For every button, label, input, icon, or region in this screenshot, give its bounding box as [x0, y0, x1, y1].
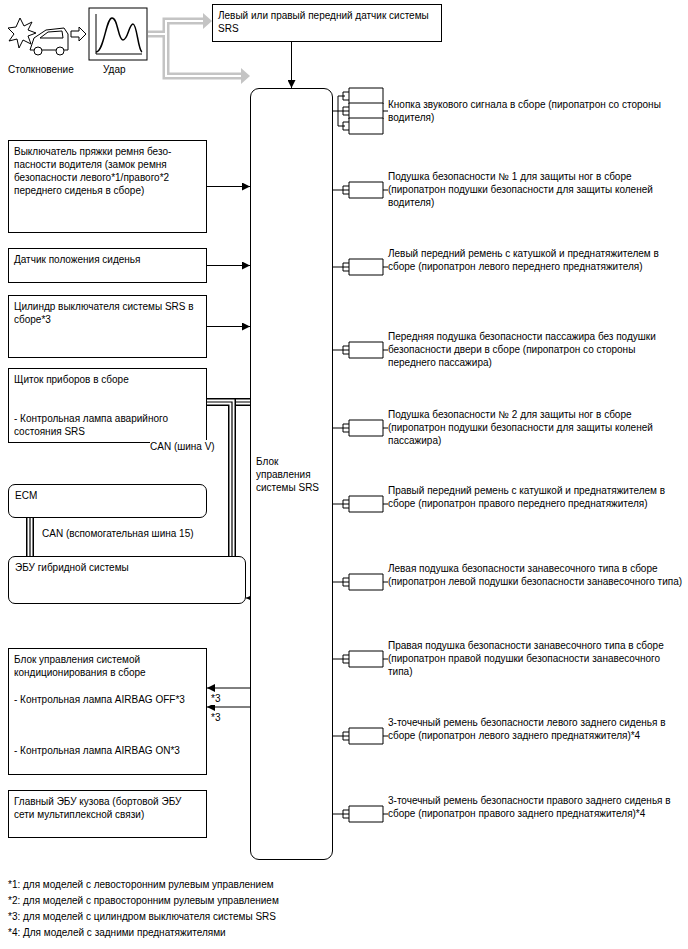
squib-symbol: [343, 88, 383, 104]
connector: [207, 707, 250, 708]
squib-item: 3-точечный ремень безопасности правого з…: [388, 794, 683, 834]
squib-symbol: [343, 342, 383, 358]
footnote: *1: для моделей с левосторонним рулевым …: [8, 878, 274, 891]
connector: [207, 186, 250, 187]
ecu-box: ECM: [8, 484, 207, 518]
node-title: Щиток приборов в сборе: [14, 373, 201, 386]
squib-symbol: [343, 574, 383, 590]
ecu-box: ЭБУ гибридной системы: [8, 556, 246, 604]
node-title: Левый передний ремень с катушкой и предн…: [388, 247, 683, 273]
connector: [291, 42, 292, 88]
sensor-box: Левый или правый передний датчик системы…: [212, 4, 442, 42]
connector: [207, 265, 250, 266]
squib-symbol: [343, 496, 383, 512]
node-title: Кнопка звукового сигнала в сборе (пиропа…: [388, 98, 683, 124]
node-title: Главный ЭБУ кузова (бортовой ЭБУ сети му…: [14, 795, 201, 821]
node-title: Подушка безопасности № 2 для защиты ног …: [388, 408, 683, 447]
node-title: Блок управления системы SRS: [256, 455, 327, 494]
crash-icon: [8, 18, 68, 55]
node-title: 3-точечный ремень безопасности правого з…: [388, 794, 683, 820]
flow-arrow: [71, 27, 86, 41]
footnote: *2: для моделей с правосторонним рулевым…: [8, 894, 279, 907]
node-title: 3-точечный ремень безопасности левого за…: [388, 716, 683, 742]
squib-item: Правая подушка безопасности занавесочног…: [388, 639, 683, 679]
control-unit: Блок управления системы SRS: [250, 88, 333, 860]
squib-symbol: [343, 259, 383, 275]
illustration-caption: Столкновение: [8, 63, 74, 76]
squib-symbol: [343, 806, 383, 822]
ecu-box: Главный ЭБУ кузова (бортовой ЭБУ сети му…: [8, 790, 207, 838]
node-title: Блок управления системой кондиционирован…: [14, 653, 201, 679]
squib-item: Правый передний ремень с катушкой и пред…: [388, 484, 683, 524]
squib-symbol: [343, 118, 383, 134]
ecu-box: Блок управления системой кондиционирован…: [8, 648, 207, 775]
node-title: Подушка безопасности № 1 для защиты ног …: [388, 170, 683, 209]
node-title: ECM: [15, 489, 200, 502]
input-box: Выключатель пряжки ремня безо- пасности …: [8, 140, 207, 233]
footnote: *4: Для моделей с задними преднатяжителя…: [8, 926, 226, 939]
node-title: Выключатель пряжки ремня безо- пасности …: [14, 145, 201, 197]
squib-symbol: [343, 420, 383, 436]
squib-item: Передняя подушка безопасности пассажира …: [388, 330, 683, 370]
node-title: Датчик положения сиденья: [14, 253, 201, 266]
node-item: - Контрольная лампа AIRBAG ON*3: [14, 744, 201, 757]
squib-symbol: [343, 728, 383, 744]
node-title: Передняя подушка безопасности пассажира …: [388, 330, 683, 369]
footnote-mark: *3: [211, 711, 220, 724]
node-title: Правая подушка безопасности занавесочног…: [388, 639, 683, 678]
squib-item: Левый передний ремень с катушкой и предн…: [388, 247, 683, 287]
squib-symbol: [343, 182, 383, 198]
node-title: Левая подушка безопасности занавесочного…: [388, 562, 683, 588]
node-title: Левый или правый передний датчик системы…: [218, 9, 436, 35]
can-bus: [207, 402, 232, 556]
can-bus: [30, 518, 31, 556]
impact-graph: [89, 8, 147, 60]
bus-label: CAN (шина V): [150, 440, 215, 453]
node-item: - Контрольная лампа аварийного состояния…: [14, 412, 201, 438]
illustration-caption: Удар: [103, 63, 126, 76]
connector: [207, 688, 250, 689]
squib-item: Подушка безопасности № 1 для защиты ног …: [388, 170, 683, 210]
squib-item: Кнопка звукового сигнала в сборе (пиропа…: [388, 98, 683, 124]
squib-item: Подушка безопасности № 2 для защиты ног …: [388, 408, 683, 448]
input-box: Цилиндр выключателя системы SRS в сборе*…: [8, 295, 207, 358]
node-item: - Контрольная лампа AIRBAG OFF*3: [14, 693, 201, 706]
connector: [207, 326, 250, 327]
squib-symbol: [343, 103, 383, 119]
node-title: Цилиндр выключателя системы SRS в сборе*…: [14, 300, 201, 326]
node-title: ЭБУ гибридной системы: [15, 561, 239, 574]
input-box: Датчик положения сиденья: [8, 248, 207, 283]
footnote: *3: для моделей с цилиндром выключателя …: [8, 910, 276, 923]
footnote-mark: *3: [211, 692, 220, 705]
squib-item: 3-точечный ремень безопасности левого за…: [388, 716, 683, 756]
bus-label: CAN (вспомогательная шина 15): [42, 527, 194, 540]
squib-item: Левая подушка безопасности занавесочного…: [388, 562, 683, 602]
node-title: Правый передний ремень с катушкой и пред…: [388, 484, 683, 510]
ecu-box: Щиток приборов в сборе - Контрольная ламп…: [8, 368, 207, 443]
squib-symbol: [343, 651, 383, 667]
